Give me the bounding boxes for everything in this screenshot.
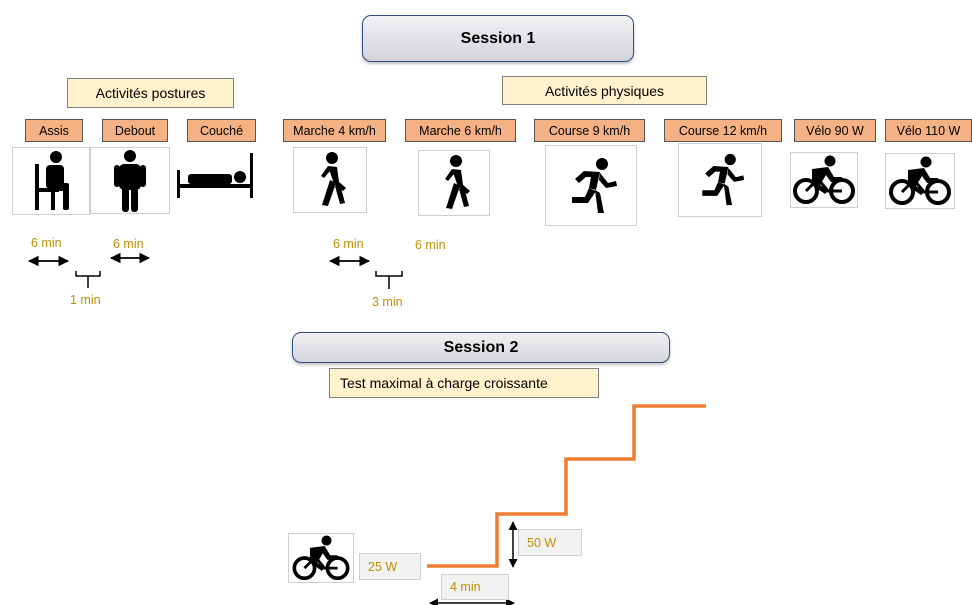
walking-icon xyxy=(418,150,490,216)
activity-label-debout: Debout xyxy=(102,119,168,142)
session-1-label: Session 1 xyxy=(460,29,536,47)
rest-duration-label: 3 min xyxy=(372,295,403,309)
activity-label-assis: Assis xyxy=(25,119,83,142)
activity-label-couche: Couché xyxy=(187,119,256,142)
lying-person-icon xyxy=(174,150,256,200)
activity-label-course-12: Course 12 km/h xyxy=(664,119,782,142)
rest-duration-label: 1 min xyxy=(70,293,101,307)
group-physiques-label: Activités physiques xyxy=(502,76,707,105)
session-1-title: Session 1 xyxy=(362,15,634,62)
group-postures-label: Activités postures xyxy=(67,78,234,108)
standing-person-icon xyxy=(90,147,170,214)
session-2-label: Session 2 xyxy=(443,338,519,356)
activity-label-course-9: Course 9 km/h xyxy=(534,119,645,142)
step-duration-label: 4 min xyxy=(441,574,509,600)
cycling-icon xyxy=(288,533,354,583)
duration-label: 6 min xyxy=(333,237,364,251)
activity-label-marche-6: Marche 6 km/h xyxy=(405,119,516,142)
duration-label: 6 min xyxy=(113,237,144,251)
sitting-person-icon xyxy=(12,147,90,215)
session-2-title: Session 2 xyxy=(292,332,670,363)
activity-label-velo-90: Vélo 90 W xyxy=(794,119,876,142)
activity-label-marche-4: Marche 4 km/h xyxy=(283,119,386,142)
running-icon xyxy=(545,145,637,226)
cycling-icon xyxy=(790,152,858,208)
step-increment-label: 50 W xyxy=(518,529,582,556)
cycling-icon xyxy=(885,153,955,209)
start-power-label: 25 W xyxy=(359,553,421,580)
test-maximal-label: Test maximal à charge croissante xyxy=(329,368,599,398)
duration-label: 6 min xyxy=(415,238,446,252)
activity-label-velo-110: Vélo 110 W xyxy=(885,119,972,142)
duration-label: 6 min xyxy=(31,236,62,250)
rest-bracket xyxy=(375,271,403,289)
load-staircase xyxy=(427,404,706,568)
walking-icon xyxy=(293,147,367,213)
running-icon xyxy=(678,143,762,217)
rest-bracket xyxy=(75,271,101,288)
